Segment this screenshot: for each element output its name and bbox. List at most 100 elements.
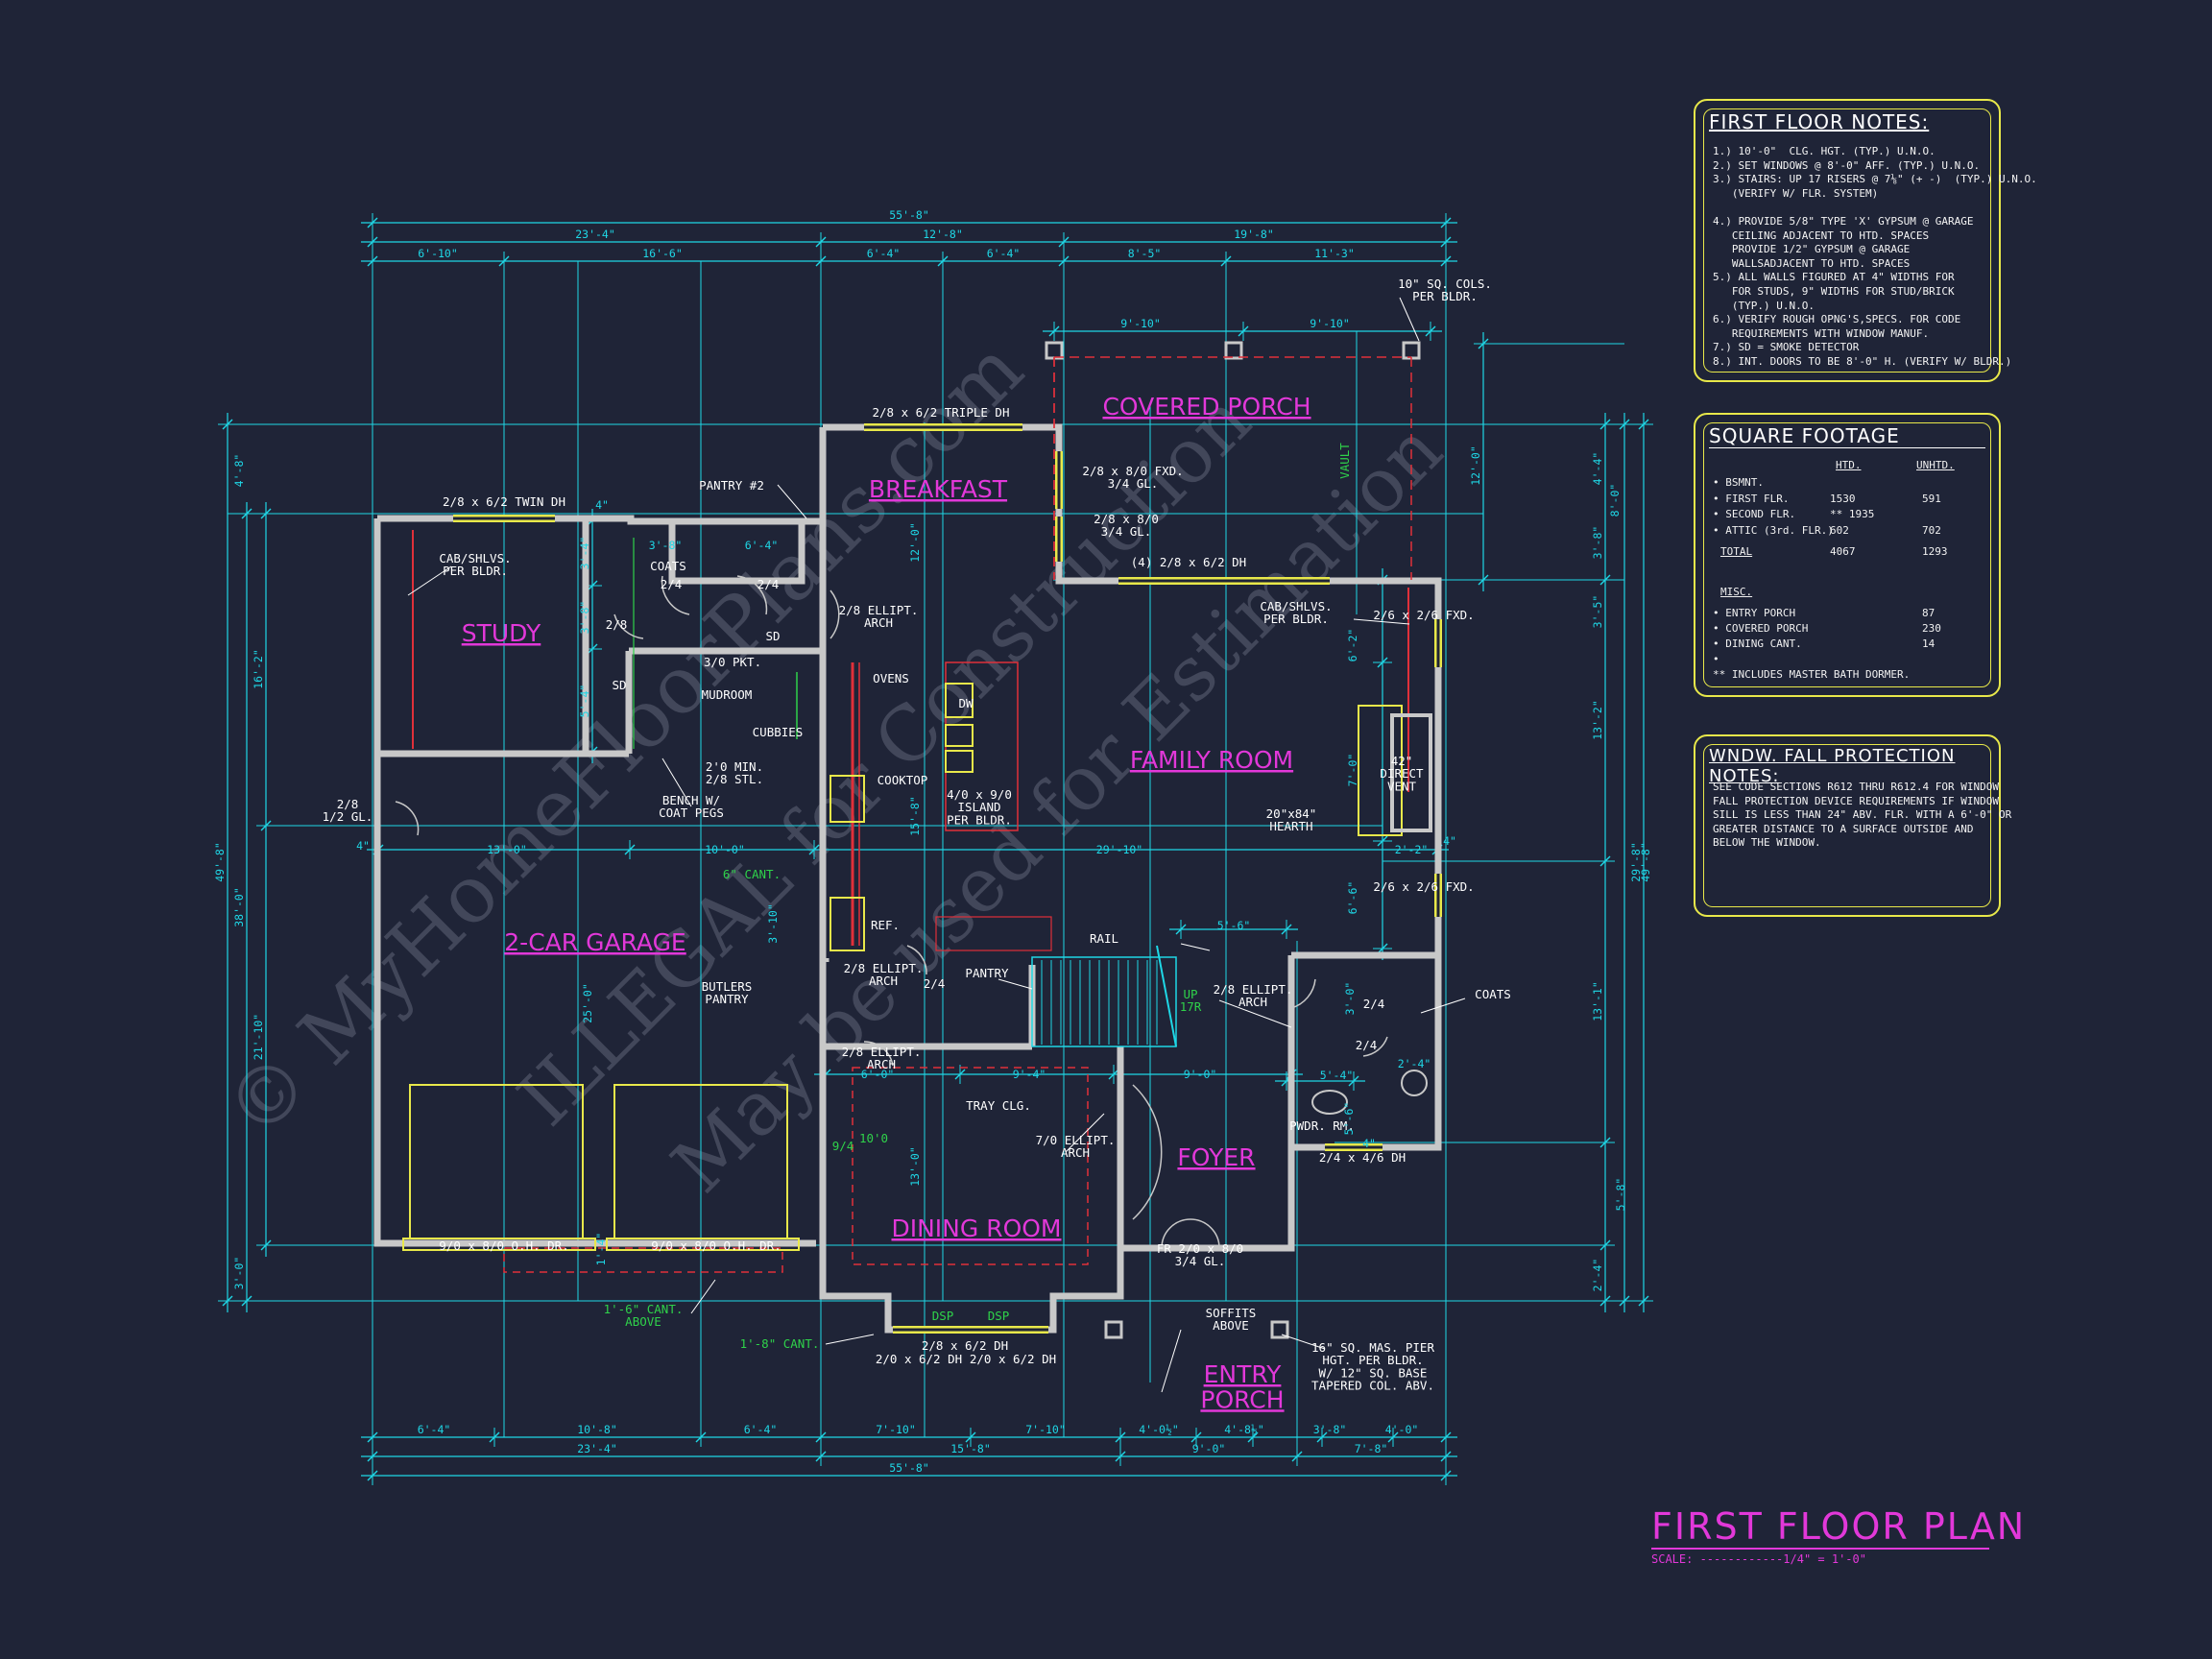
dimension-text: 6'-0" bbox=[861, 1068, 895, 1081]
leader-line bbox=[407, 565, 452, 596]
text-line: 4'-8" bbox=[232, 454, 246, 488]
leader-line bbox=[777, 484, 807, 519]
panel-inner-border bbox=[1703, 422, 1991, 687]
annotation-label: MUDROOM bbox=[702, 687, 753, 702]
dimension-text: 29'-8" bbox=[1629, 842, 1643, 882]
text-line: 3/4 GL. bbox=[1101, 524, 1152, 539]
dimension-text: 6'-2" bbox=[1346, 629, 1359, 662]
text-line: PER BLDR. bbox=[1412, 289, 1478, 303]
text-line: 5'-6" bbox=[1342, 1102, 1356, 1136]
stair-rail bbox=[1156, 945, 1177, 1047]
dimension-text: 3'-0" bbox=[232, 1257, 246, 1290]
green-label: 10'0 bbox=[859, 1131, 888, 1145]
text-line: 12'-0" bbox=[1469, 445, 1482, 486]
dimension-text: 3'-8" bbox=[1591, 526, 1604, 560]
text-line: 20"x84" bbox=[1266, 806, 1317, 821]
note-line: 3.) STAIRS: UP 17 RISERS @ 7⅛" (+ -) (TY… bbox=[1713, 173, 2037, 186]
sqft-misc-label: • DINING CANT. bbox=[1713, 637, 1802, 650]
annotation-label: 2/8 x 8/0 FXD.3/4 GL. bbox=[1082, 464, 1183, 491]
leader-line bbox=[1218, 999, 1292, 1028]
text-line: ARCH bbox=[869, 974, 898, 988]
text-line: SD bbox=[612, 678, 626, 692]
dimension-text: 3'-8" bbox=[649, 539, 683, 552]
dimension-text: 16'-6" bbox=[642, 247, 683, 260]
text-line: 6" CANT. bbox=[723, 867, 781, 881]
dimension-text: 11'-3" bbox=[1314, 247, 1355, 260]
annotation-label: 9/0 x 8/0 O.H. DR. bbox=[651, 1238, 781, 1253]
dimension-text: 6'-10" bbox=[418, 247, 458, 260]
annotation-label: CAB/SHLVS.PER BLDR. bbox=[1260, 599, 1332, 626]
text-line: 13'-0" bbox=[908, 1146, 922, 1187]
fall-note-line: SEE CODE SECTIONS R612 THRU R612.4 FOR W… bbox=[1713, 781, 2000, 793]
annotation-label: 2/8 x 6/2 TRIPLE DH bbox=[873, 405, 1010, 420]
garage-door-header bbox=[402, 1238, 596, 1251]
text-line: HEARTH bbox=[1269, 819, 1312, 833]
sqft-misc-value: 14 bbox=[1922, 637, 1936, 650]
cooktop bbox=[830, 775, 865, 823]
text-line: 16'-6" bbox=[642, 247, 683, 260]
room-label: FOYER bbox=[1177, 1143, 1255, 1171]
annotation-label: 10" SQ. COLS.PER BLDR. bbox=[1398, 276, 1492, 303]
text-line: 9/4 bbox=[832, 1139, 854, 1153]
sqft-title: SQUARE FOOTAGE bbox=[1709, 424, 1985, 448]
dimension-text: 12'-8" bbox=[923, 228, 963, 241]
dimension-text: 7'-8" bbox=[1355, 1442, 1388, 1455]
text-line: 5'-8" bbox=[1614, 1178, 1627, 1212]
notes-list: 1.) 10'-0" CLG. HGT. (TYP.) U.N.O.2.) SE… bbox=[1713, 145, 2037, 370]
text-line: 2'-2" bbox=[1395, 843, 1429, 856]
text-line: W/ 12" SQ. BASE bbox=[1319, 1365, 1428, 1380]
door-swing bbox=[613, 613, 644, 639]
text-line: 49'-8" bbox=[1639, 842, 1652, 882]
dimension-text: 5'-6" bbox=[1217, 919, 1251, 932]
text-line: ENTRY bbox=[1204, 1360, 1283, 1388]
text-line: 4'-0" bbox=[1385, 1423, 1419, 1436]
dimension-text: 15'-8" bbox=[908, 796, 922, 836]
leader-line bbox=[998, 978, 1033, 990]
text-line: 2/6 x 2/6 FXD. bbox=[1373, 608, 1474, 622]
dimension-text: 13'-0" bbox=[908, 1146, 922, 1187]
sqft-row-htd: 4067 bbox=[1830, 545, 1856, 558]
text-line: 7'-8" bbox=[1355, 1442, 1388, 1455]
text-line: 6'-2" bbox=[1346, 629, 1359, 662]
annotation-label: 2/8 ELLIPT.ARCH bbox=[1214, 982, 1293, 1009]
sqft-misc-value: 87 bbox=[1922, 607, 1936, 619]
text-line: (4) 2/8 x 6/2 DH bbox=[1131, 555, 1246, 569]
text-line: 2/0 x 6/2 DH bbox=[970, 1352, 1056, 1366]
text-line: 7/0 ELLIPT. bbox=[1036, 1133, 1116, 1147]
sqft-misc-label: • ENTRY PORCH bbox=[1713, 607, 1796, 619]
text-line: 6'-4" bbox=[867, 247, 901, 260]
door-swing bbox=[1161, 1218, 1220, 1249]
sqft-col-htd: HTD. bbox=[1836, 459, 1862, 471]
dimension-text: 25'-0" bbox=[581, 983, 594, 1023]
annotation-label: 7/0 ELLIPT.ARCH bbox=[1036, 1133, 1116, 1160]
text-line: 29'-10" bbox=[1096, 843, 1142, 856]
text-line: 6'-10" bbox=[418, 247, 458, 260]
door-swing bbox=[906, 945, 927, 975]
annotation-label: 2/6 x 2/6 FXD. bbox=[1373, 879, 1474, 894]
porch-column bbox=[1045, 341, 1064, 360]
text-line: 2/8 x 8/0 FXD. bbox=[1082, 464, 1183, 478]
text-line: OVENS bbox=[873, 671, 909, 685]
sqft-misc-label: • COVERED PORCH bbox=[1713, 622, 1809, 635]
dimension-text: 29'-10" bbox=[1096, 843, 1142, 856]
annotation-label: SD bbox=[765, 629, 780, 643]
annotation-label: 2/8 ELLIPT.ARCH bbox=[842, 1045, 922, 1071]
text-line: 5'-4" bbox=[1320, 1069, 1354, 1082]
sqft-row-unhtd: 591 bbox=[1922, 492, 1941, 505]
annotation-label: 2/4 bbox=[1356, 1038, 1378, 1052]
dimension-text: 13'-0" bbox=[487, 843, 527, 856]
text-line: 3'-0" bbox=[232, 1257, 246, 1290]
text-line: 4" bbox=[595, 498, 609, 512]
text-line: VENT bbox=[1387, 779, 1417, 793]
note-line: 2.) SET WINDOWS @ 8'-0" AFF. (TYP.) U.N.… bbox=[1713, 158, 1981, 172]
dimension-text: 9'-4" bbox=[1013, 1068, 1046, 1081]
main-outline-wall bbox=[819, 427, 1442, 1334]
text-line: 4'-0½" bbox=[1139, 1423, 1179, 1436]
text-line: 2/0 x 6/2 DH bbox=[876, 1352, 962, 1366]
leader-line bbox=[1353, 618, 1410, 625]
annotation-label: 2/4 bbox=[924, 976, 946, 991]
notes-title: FIRST FLOOR NOTES: bbox=[1709, 110, 1930, 133]
dimension-text: 3'-0" bbox=[1343, 982, 1357, 1016]
